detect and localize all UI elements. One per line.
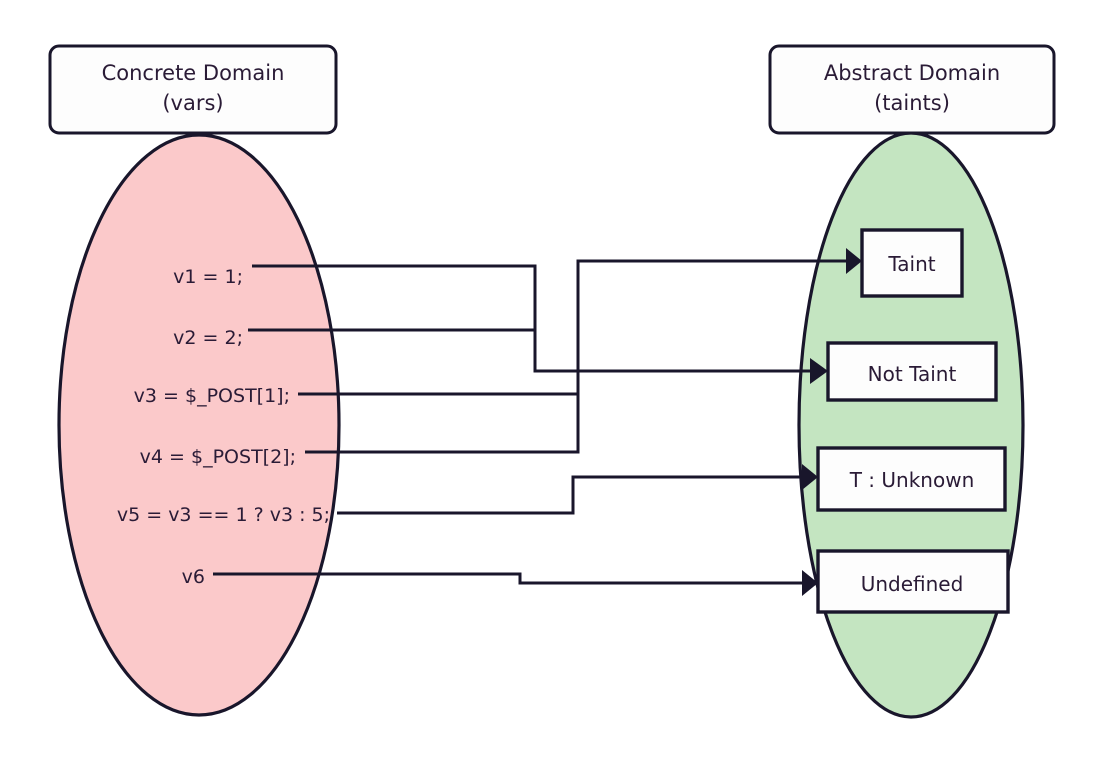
arrow-head-undefined xyxy=(802,570,818,596)
abstract-domain-header-line2: (taints) xyxy=(874,91,950,115)
mapping-connectors-group xyxy=(213,248,862,596)
var-label-v5: v5 = v3 == 1 ? v3 : 5; xyxy=(117,504,330,526)
taint-box-not-taint-label: Not Taint xyxy=(868,362,957,386)
connector-v4-to-taint xyxy=(305,394,580,454)
abstract-domain-header-line1: Abstract Domain xyxy=(824,61,1000,85)
connector-v2-to-not-taint xyxy=(248,328,537,371)
taint-box-unknown-label: T : Unknown xyxy=(849,468,975,492)
connector-v3-to-taint xyxy=(298,259,846,396)
concrete-domain-ellipse xyxy=(57,133,341,717)
concrete-domain-group: Concrete Domain (vars) v1 = 1; v2 = 2; v… xyxy=(48,44,341,717)
abstract-domain-header-box xyxy=(768,44,1056,135)
concrete-domain-header-box xyxy=(48,44,338,135)
var-label-v3: v3 = $_POST[1]; xyxy=(134,385,290,407)
abstract-domain-group: Abstract Domain (taints) Taint Not Taint… xyxy=(768,44,1056,719)
arrow-head-unknown xyxy=(802,464,818,490)
taint-box-undefined-label: Undefined xyxy=(861,572,964,596)
arrow-head-taint xyxy=(846,248,862,274)
taint-box-taint-label: Taint xyxy=(887,252,935,276)
var-label-v1: v1 = 1; xyxy=(173,266,243,288)
taint-box-not-taint[interactable] xyxy=(826,341,998,402)
connector-v5-to-unknown xyxy=(337,475,802,515)
abstract-domain-ellipse xyxy=(797,131,1025,719)
var-label-v6: v6 xyxy=(182,566,205,588)
var-label-v4: v4 = $_POST[2]; xyxy=(140,446,296,468)
var-label-v2: v2 = 2; xyxy=(173,327,243,349)
taint-box-taint[interactable] xyxy=(860,228,964,298)
taint-box-unknown[interactable] xyxy=(816,446,1007,512)
connector-v6-to-undefined xyxy=(213,572,802,585)
concrete-domain-header-line1: Concrete Domain xyxy=(102,61,285,85)
concrete-domain-header-line2: (vars) xyxy=(162,91,223,115)
connector-v1-to-not-taint xyxy=(252,264,810,373)
arrow-head-not-taint xyxy=(810,358,828,384)
taint-box-undefined[interactable] xyxy=(816,549,1010,614)
